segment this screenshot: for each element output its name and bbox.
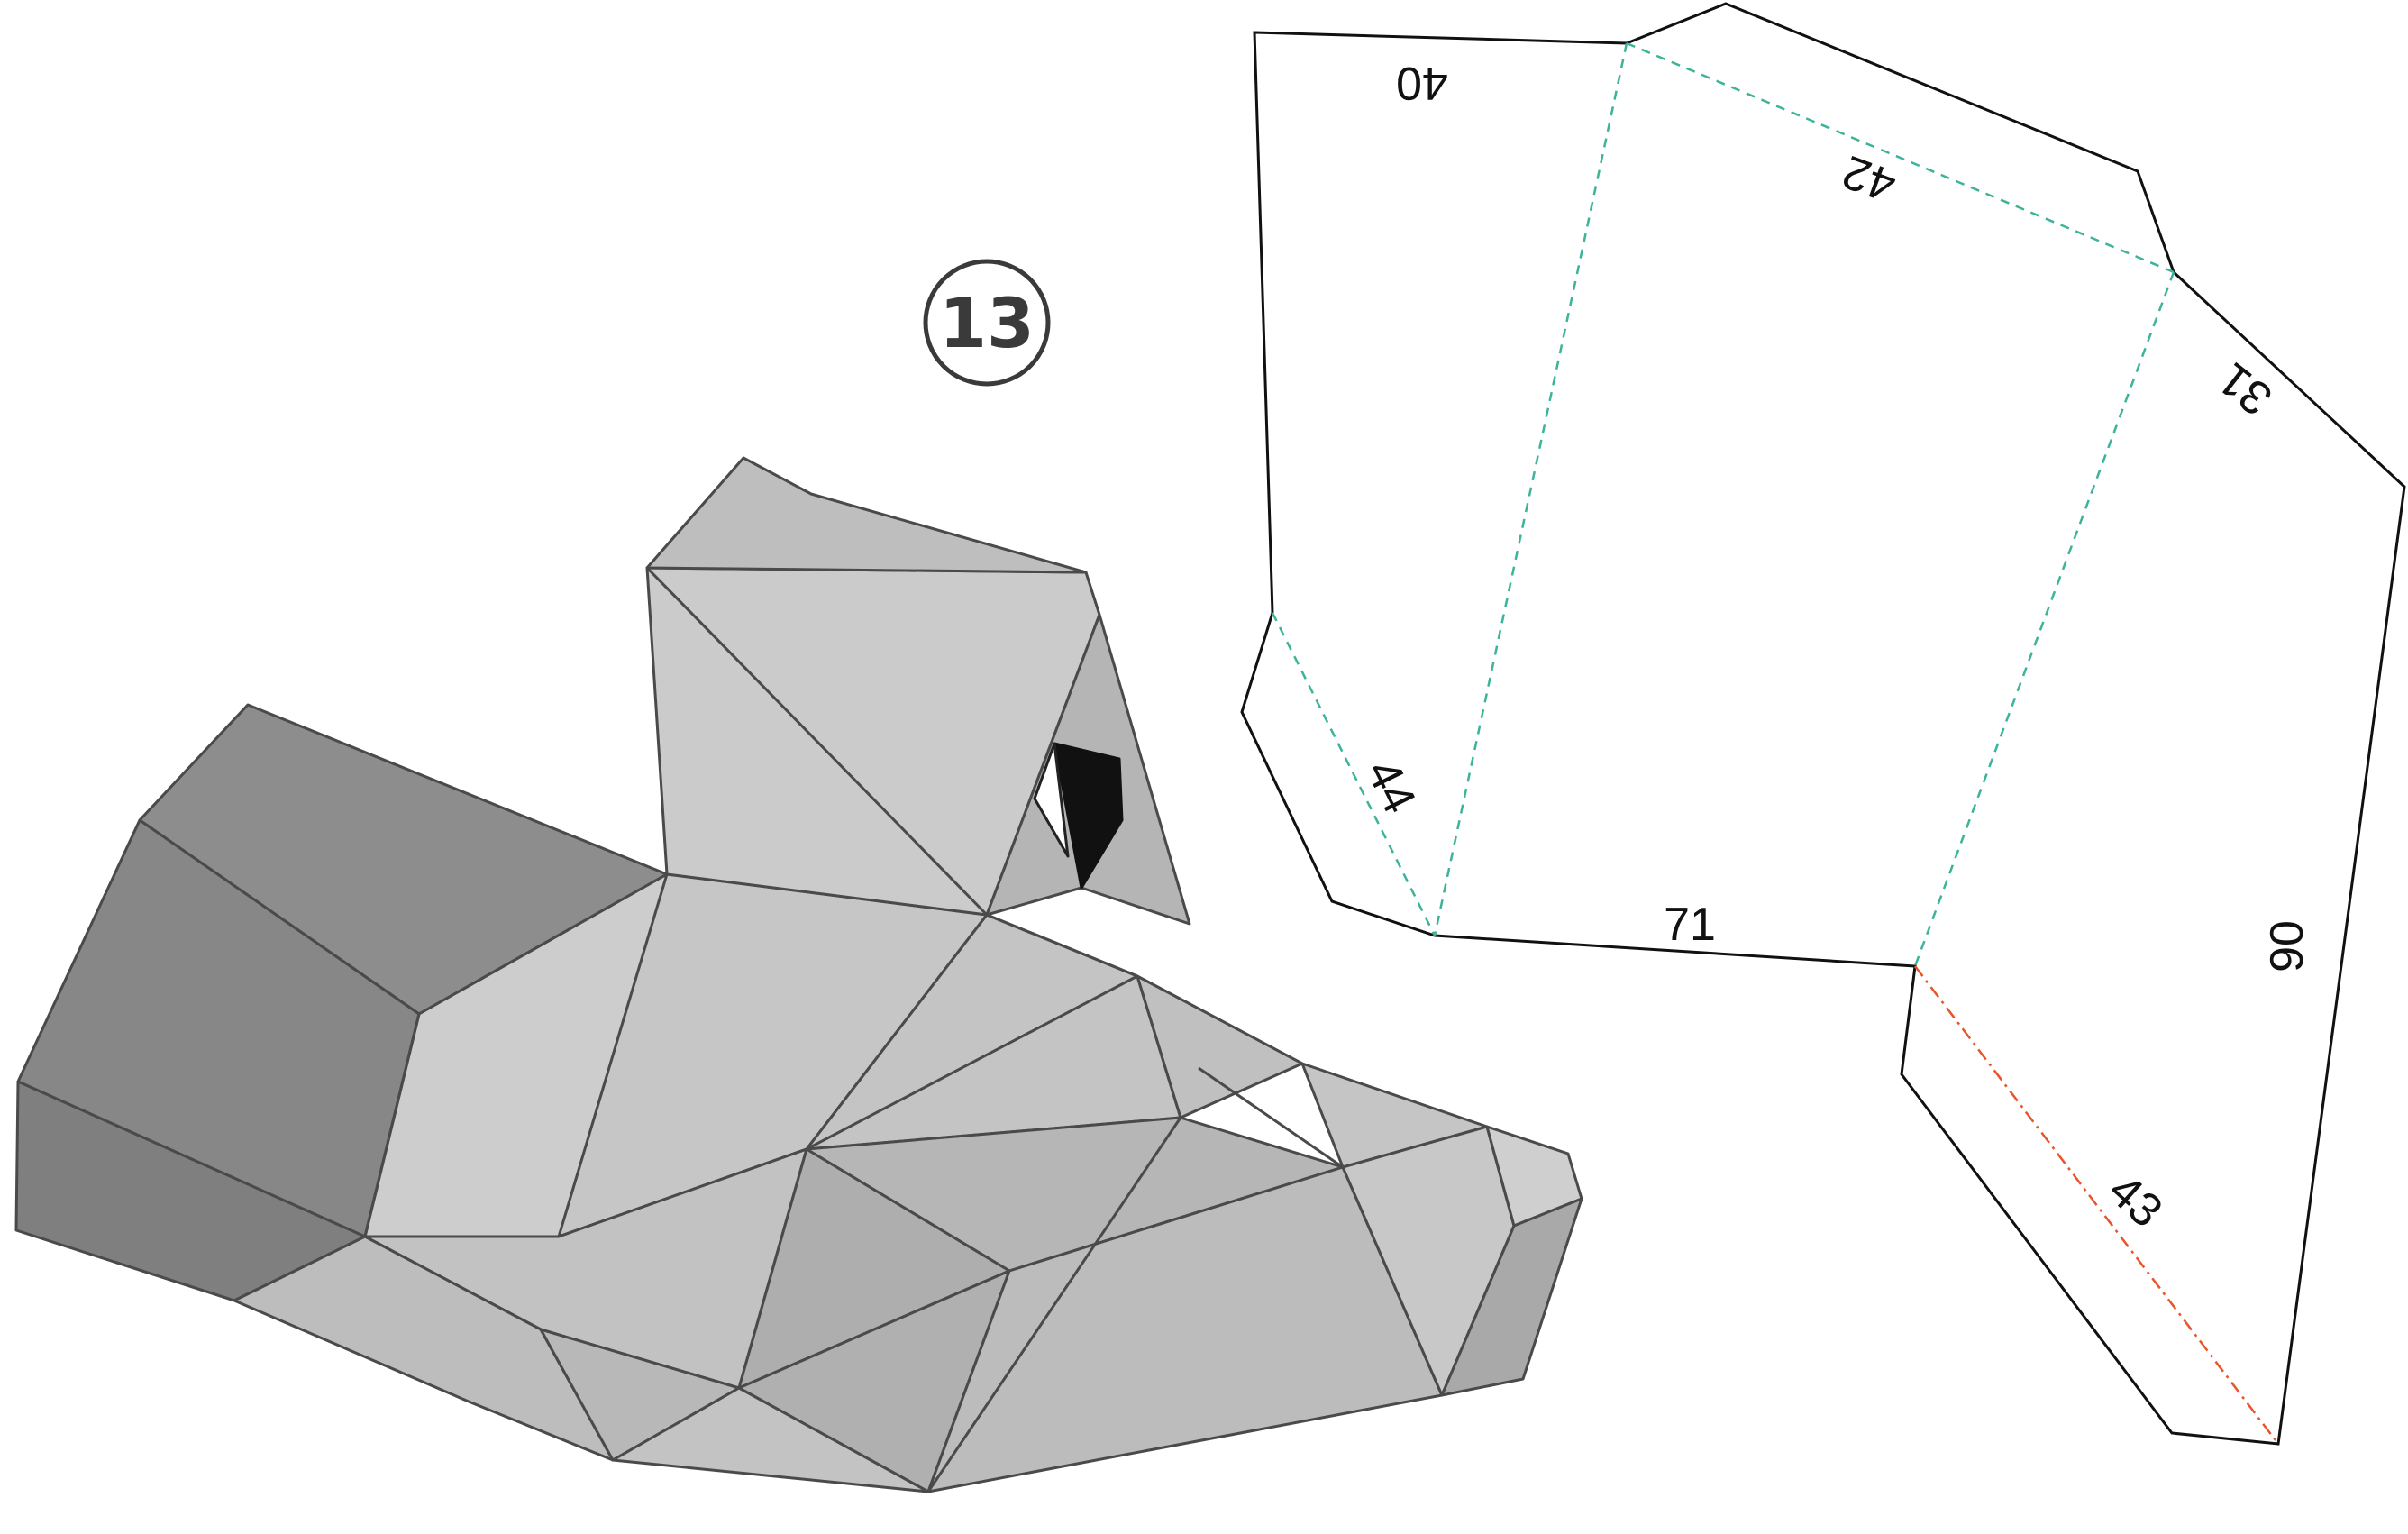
edge-label-71: 71 <box>1664 899 1716 951</box>
step-number-text: 13 <box>939 283 1035 363</box>
valley-fold-line <box>1433 42 1628 936</box>
model-crease <box>926 1117 1182 1493</box>
model-ear-hole-dark <box>1053 742 1124 890</box>
model-face <box>1136 974 1304 1119</box>
model-crease <box>363 1013 421 1237</box>
template-cut-outline <box>1240 2 2406 1446</box>
model-crease <box>806 974 1138 1151</box>
valley-fold-line <box>1626 41 2175 274</box>
cut-template: 40 42 31 44 71 90 43 <box>1240 2 2406 1446</box>
model-crease <box>986 913 1138 978</box>
model-crease <box>1198 1066 1344 1169</box>
step-number-badge: 13 <box>923 259 1051 387</box>
papercraft-model-render <box>14 456 1583 1493</box>
valley-fold-line <box>1271 612 1437 936</box>
model-face <box>611 1386 930 1493</box>
mountain-fold-line <box>1914 965 2279 1445</box>
step-number-circle <box>923 259 1051 387</box>
model-ear-hole-light <box>1033 742 1070 858</box>
edge-label-40: 40 <box>1396 57 1448 109</box>
model-snout-bottom <box>1440 1197 1583 1397</box>
model-ear-top <box>645 456 1088 574</box>
model-crease <box>645 566 989 917</box>
valley-fold-line <box>1913 271 2175 967</box>
edge-label-90: 90 <box>2261 920 2313 972</box>
